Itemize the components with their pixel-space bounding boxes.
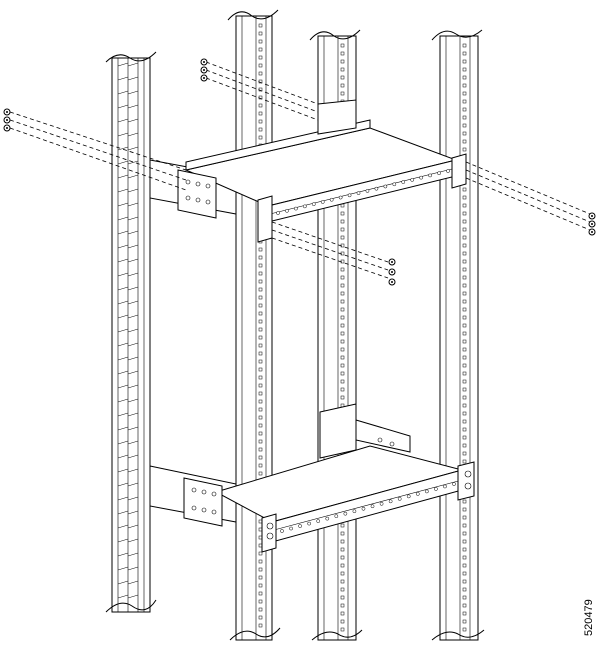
left-rear-rack-post [105, 51, 157, 613]
right-front-rack-post [431, 29, 485, 641]
screw-insertion-guides [9, 61, 591, 279]
figure-number: 520479 [583, 599, 595, 636]
figure-id-label: 520479 [583, 599, 595, 636]
upper-shelf-tray [149, 99, 467, 243]
screws-upper-right [588, 212, 596, 236]
screws-upper-mid [388, 258, 396, 286]
lower-shelf-tray [149, 403, 475, 553]
screws-upper-left [3, 108, 11, 132]
screws-upper-rear [200, 58, 208, 82]
